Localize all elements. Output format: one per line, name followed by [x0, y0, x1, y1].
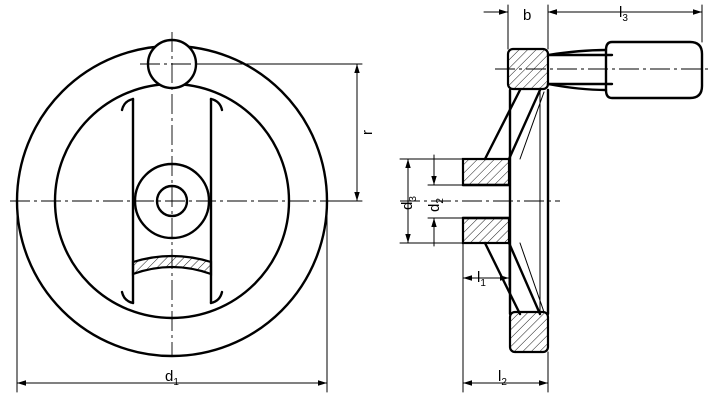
- hub-bore: [155, 184, 189, 218]
- side-spoke-lower-inner: [519, 242, 545, 313]
- d3-label: d3: [399, 196, 419, 210]
- l2-label: l2: [498, 368, 507, 388]
- hub-section-lower: [461, 216, 511, 245]
- front-view: [10, 32, 336, 358]
- side-rim-outline: [508, 88, 550, 316]
- side-spoke-upper-inner: [519, 91, 545, 160]
- l1-label: l1: [477, 269, 486, 289]
- left-spoke-inner-edge: [120, 97, 135, 305]
- l3-label: l3: [619, 4, 628, 24]
- hub-section-upper: [461, 157, 511, 187]
- right-spoke-inner-edge: [209, 97, 224, 305]
- rim-section-bottom: [508, 310, 550, 354]
- b-label: b: [523, 7, 531, 24]
- handle-neck: [546, 48, 608, 92]
- d2-label: d2: [426, 198, 446, 212]
- side-view: [400, 40, 712, 354]
- r-label: r: [359, 130, 376, 135]
- handle-shaft: [546, 53, 614, 86]
- handle-grip: [604, 40, 704, 100]
- d1-label: d1: [165, 368, 179, 388]
- dimensions: d1 r b l3 d3 d2 l1 l: [16, 4, 703, 393]
- side-spoke-upper: [483, 88, 542, 161]
